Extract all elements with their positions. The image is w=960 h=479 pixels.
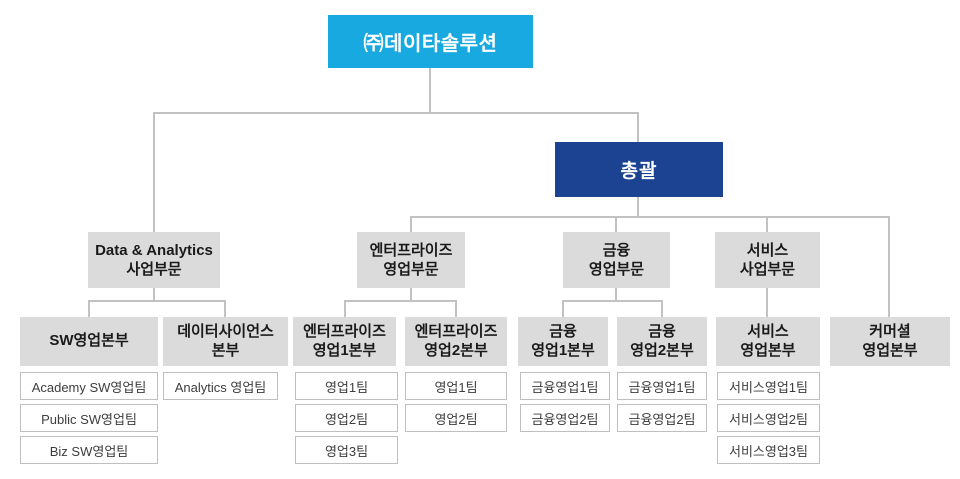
- division-label-line: 서비스: [746, 241, 789, 259]
- connector-line: [637, 112, 639, 142]
- hq-box-enterprise-sales-2: 엔터프라이즈 영업2본부: [405, 317, 507, 366]
- general-management-box: 총괄: [555, 142, 723, 197]
- division-label-line: 사업부문: [126, 261, 182, 278]
- hq-label-line: 영업1본부: [312, 341, 377, 359]
- connector-line: [562, 300, 663, 302]
- team-box: 금융영업1팀: [520, 372, 610, 400]
- team-label: Analytics 영업팀: [174, 379, 267, 395]
- team-box: Public SW영업팀: [20, 404, 158, 432]
- division-label-line: 영업부문: [383, 261, 439, 278]
- hq-label-line: 본부: [211, 341, 240, 359]
- connector-line: [766, 287, 768, 317]
- connector-line: [766, 216, 768, 232]
- team-box: 서비스영업1팀: [717, 372, 820, 400]
- team-label: 영업3팀: [324, 443, 369, 459]
- team-box: 영업1팀: [295, 372, 398, 400]
- team-label: 금융영업1팀: [628, 379, 696, 395]
- hq-label-line: 커머셜: [869, 322, 911, 340]
- connector-line: [615, 287, 617, 302]
- hq-label-line: 서비스: [747, 322, 789, 340]
- team-box: Biz SW영업팀: [20, 436, 158, 464]
- team-label: 영업1팀: [324, 379, 369, 395]
- team-label: 영업2팀: [434, 411, 478, 427]
- connector-line: [410, 287, 412, 302]
- division-label-line: 엔터프라이즈: [369, 241, 453, 259]
- connector-line: [455, 300, 457, 317]
- team-label: 영업2팀: [324, 411, 369, 427]
- connector-line: [562, 300, 564, 317]
- general-management-label: 총괄: [620, 161, 658, 182]
- hq-box-data-science: 데이터사이언스 본부: [163, 317, 288, 366]
- division-box-finance-sales: 금융 영업부문: [563, 232, 670, 288]
- team-label: Public SW영업팀: [41, 411, 137, 427]
- team-box: 서비스영업3팀: [717, 436, 820, 464]
- team-box: Analytics 영업팀: [163, 372, 278, 400]
- company-label: ㈜데이타솔루션: [363, 33, 498, 55]
- team-box: 영업2팀: [295, 404, 398, 432]
- hq-label-line: 영업2본부: [424, 341, 488, 359]
- hq-label-line: SW영업본부: [49, 332, 129, 350]
- team-box: 금융영업1팀: [617, 372, 707, 400]
- hq-label-line: 금융: [648, 322, 676, 340]
- team-box: 영업1팀: [405, 372, 507, 400]
- connector-line: [224, 300, 226, 317]
- division-box-enterprise-sales: 엔터프라이즈 영업부문: [357, 232, 465, 288]
- division-box-data-analytics: Data & Analytics 사업부문: [88, 232, 220, 288]
- hq-box-service-sales: 서비스 영업본부: [716, 317, 820, 366]
- team-label: 서비스영업3팀: [729, 443, 808, 459]
- hq-label-line: 데이터사이언스: [177, 322, 274, 340]
- team-box: 영업2팀: [405, 404, 507, 432]
- team-label: Biz SW영업팀: [49, 443, 129, 459]
- team-label: 금융영업2팀: [628, 411, 696, 427]
- hq-box-enterprise-sales-1: 엔터프라이즈 영업1본부: [293, 317, 396, 366]
- connector-line: [153, 112, 155, 232]
- hq-label-line: 엔터프라이즈: [303, 322, 386, 340]
- team-box: 영업3팀: [295, 436, 398, 464]
- hq-label-line: 영업본부: [862, 341, 918, 359]
- team-box: 금융영업2팀: [617, 404, 707, 432]
- connector-line: [88, 300, 226, 302]
- connector-line: [344, 300, 346, 317]
- connector-line: [410, 216, 412, 232]
- team-label: Academy SW영업팀: [31, 379, 147, 395]
- connector-line: [615, 216, 617, 232]
- connector-line: [88, 300, 90, 317]
- team-label: 영업1팀: [434, 379, 478, 395]
- team-box: Academy SW영업팀: [20, 372, 158, 400]
- hq-box-sw-sales: SW영업본부: [20, 317, 158, 366]
- division-label-line: 금융: [602, 241, 631, 259]
- connector-line: [344, 300, 457, 302]
- division-label-line: Data & Analytics: [95, 241, 213, 259]
- team-label: 서비스영업1팀: [729, 379, 808, 395]
- company-box: ㈜데이타솔루션: [328, 15, 533, 68]
- hq-label-line: 엔터프라이즈: [414, 322, 498, 340]
- division-box-service: 서비스 사업부문: [715, 232, 820, 288]
- connector-line: [888, 216, 890, 317]
- team-label: 금융영업2팀: [531, 411, 599, 427]
- division-label-line: 사업부문: [739, 261, 796, 278]
- connector-line: [153, 112, 639, 114]
- connector-line: [637, 197, 639, 218]
- hq-box-finance-sales-1: 금융 영업1본부: [518, 317, 608, 366]
- hq-label-line: 영업본부: [740, 341, 796, 359]
- team-box: 서비스영업2팀: [717, 404, 820, 432]
- connector-line: [410, 216, 890, 218]
- hq-label-line: 영업2본부: [630, 341, 694, 359]
- team-label: 금융영업1팀: [531, 379, 599, 395]
- connector-line: [429, 68, 431, 114]
- team-box: 금융영업2팀: [520, 404, 610, 432]
- hq-box-finance-sales-2: 금융 영업2본부: [617, 317, 707, 366]
- hq-label-line: 영업1본부: [531, 341, 595, 359]
- connector-line: [153, 287, 155, 302]
- hq-box-commercial-sales: 커머셜 영업본부: [830, 317, 950, 366]
- division-label-line: 영업부문: [588, 261, 645, 278]
- hq-label-line: 금융: [549, 322, 577, 340]
- connector-line: [661, 300, 663, 317]
- team-label: 서비스영업2팀: [729, 411, 808, 427]
